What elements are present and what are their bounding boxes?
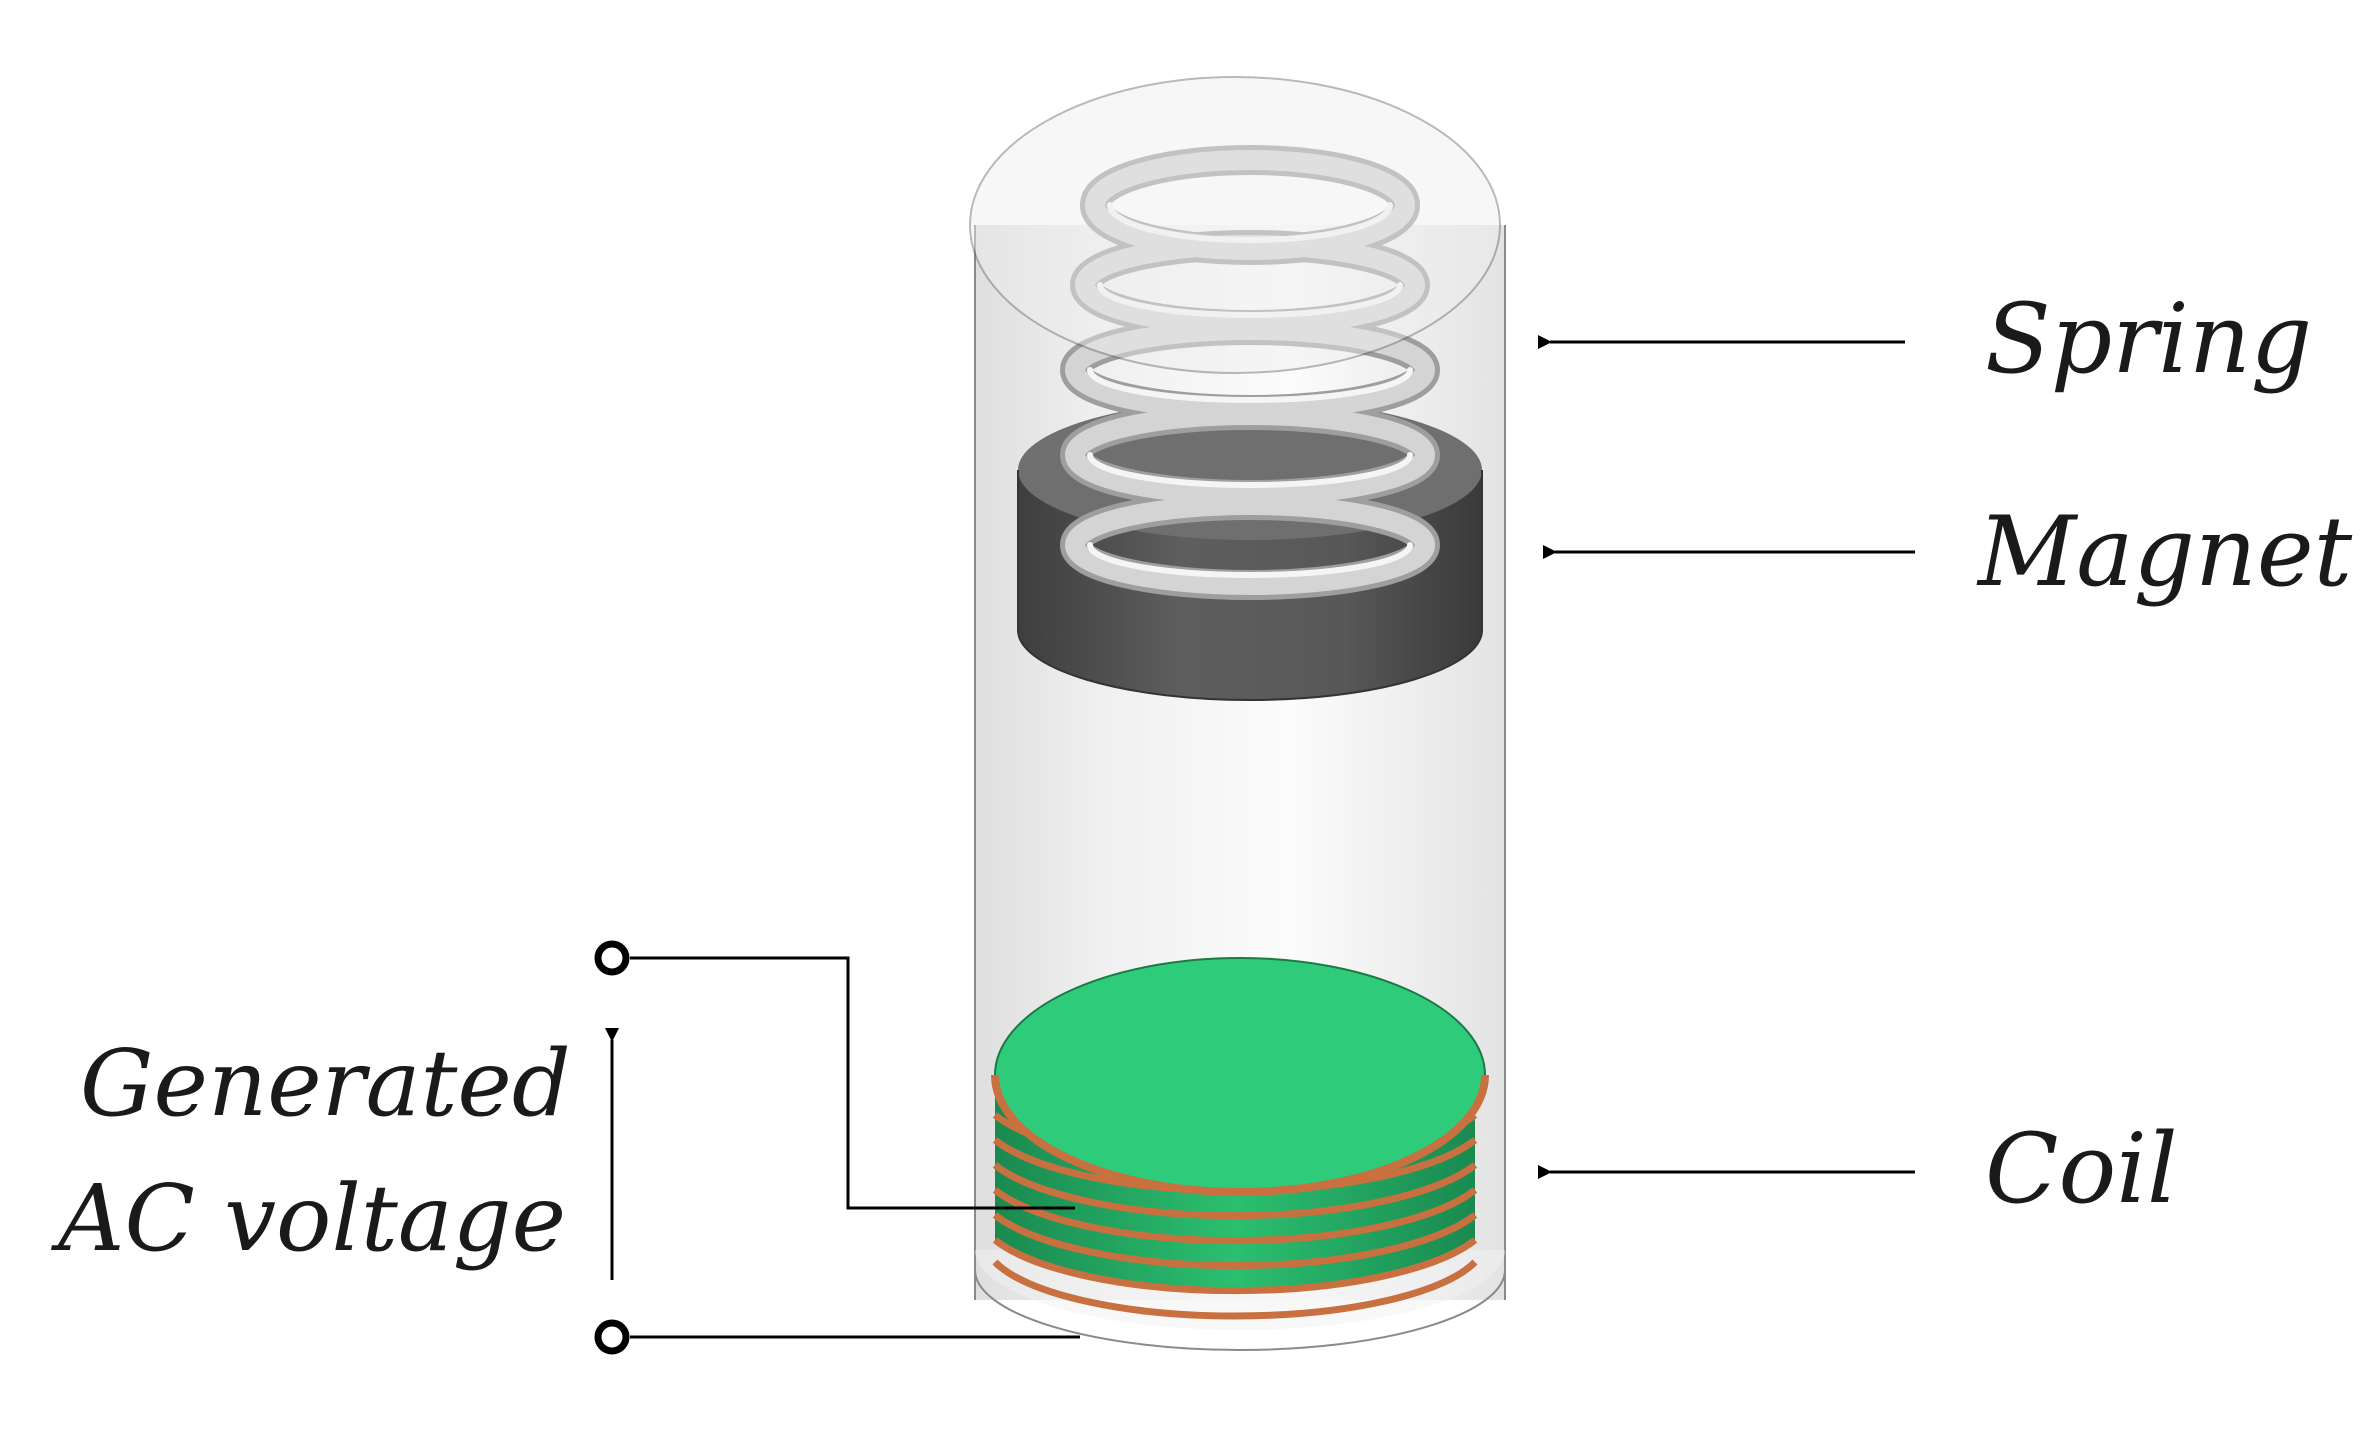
voltage-label-line2: AC voltage [50, 1165, 566, 1272]
coil-label: Coil [1985, 1113, 2178, 1225]
cylinder-lid [969, 76, 1501, 374]
voltage-label-line1: Generated [80, 1030, 571, 1137]
spring-label: Spring [1985, 283, 2312, 395]
upper-lead-wire [630, 956, 1075, 1210]
upper-terminal [594, 940, 630, 976]
lower-terminal [594, 1319, 630, 1355]
coil [991, 957, 1489, 1320]
magnet-label: Magnet [1976, 496, 2353, 608]
coil-leads [630, 956, 1080, 1339]
spring [1060, 145, 1440, 600]
